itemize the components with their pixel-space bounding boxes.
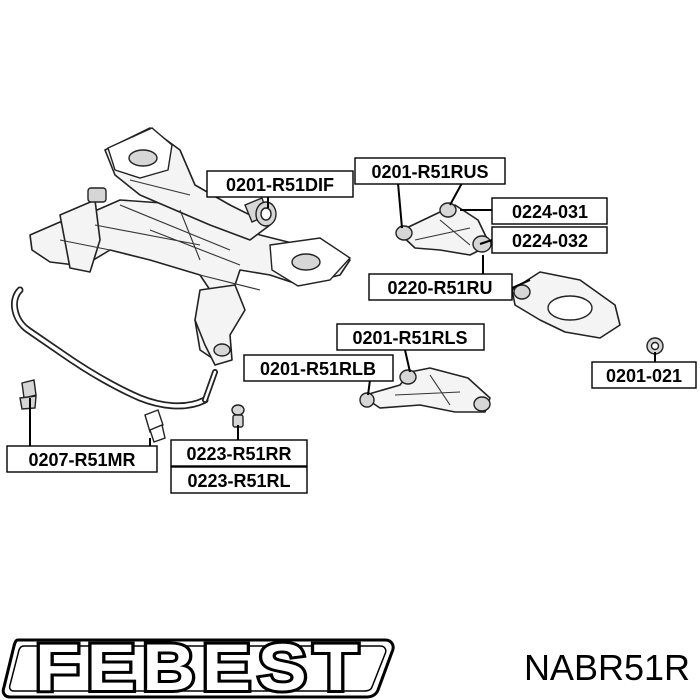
label-0220-R51RU: 0220-R51RU xyxy=(368,273,513,301)
stabilizer-bushing-part xyxy=(19,379,37,410)
label-0201-R51RLB: 0201-R51RLB xyxy=(243,354,394,382)
svg-text:0220-R51RU: 0220-R51RU xyxy=(387,278,492,298)
label-0201-R51RLS: 0201-R51RLS xyxy=(336,323,485,351)
arm-bushing-part xyxy=(646,337,664,355)
rear-subframe xyxy=(29,127,352,366)
svg-text:0223-R51RR: 0223-R51RR xyxy=(186,444,291,464)
svg-text:0201-R51RLS: 0201-R51RLS xyxy=(352,328,467,348)
stabilizer-bar xyxy=(10,286,218,443)
differential-bushing xyxy=(244,197,277,227)
upper-control-arm xyxy=(395,202,492,256)
label-0223-R51RR: 0223-R51RR xyxy=(170,439,308,467)
label-0223-R51RL: 0223-R51RL xyxy=(170,466,308,494)
lower-control-arm xyxy=(359,367,491,413)
part-code: NABR51R xyxy=(524,647,690,688)
svg-text:0201-021: 0201-021 xyxy=(606,366,682,386)
svg-text:0201-R51RLB: 0201-R51RLB xyxy=(260,359,376,379)
label-0201-R51DIF: 0201-R51DIF xyxy=(206,170,354,198)
brand-name: FEBEST xyxy=(35,630,365,700)
svg-text:0207-R51MR: 0207-R51MR xyxy=(28,450,135,470)
svg-text:0223-R51RL: 0223-R51RL xyxy=(187,471,290,491)
lower-spring-arm xyxy=(511,271,621,339)
svg-text:0201-R51RUS: 0201-R51RUS xyxy=(371,162,488,182)
svg-text:0224-032: 0224-032 xyxy=(512,231,588,251)
leader-lines xyxy=(29,182,656,446)
febest-logo: FEBEST xyxy=(1,627,395,700)
label-0201-021: 0201-021 xyxy=(591,361,697,389)
svg-text:0201-R51DIF: 0201-R51DIF xyxy=(226,175,334,195)
svg-text:0224-031: 0224-031 xyxy=(512,202,588,222)
label-0224-031: 0224-031 xyxy=(491,197,608,225)
stabilizer-link-bushing-part xyxy=(231,404,245,428)
label-0201-R51RUS: 0201-R51RUS xyxy=(354,157,506,185)
label-0207-R51MR: 0207-R51MR xyxy=(6,445,158,473)
label-0224-032: 0224-032 xyxy=(491,226,608,254)
